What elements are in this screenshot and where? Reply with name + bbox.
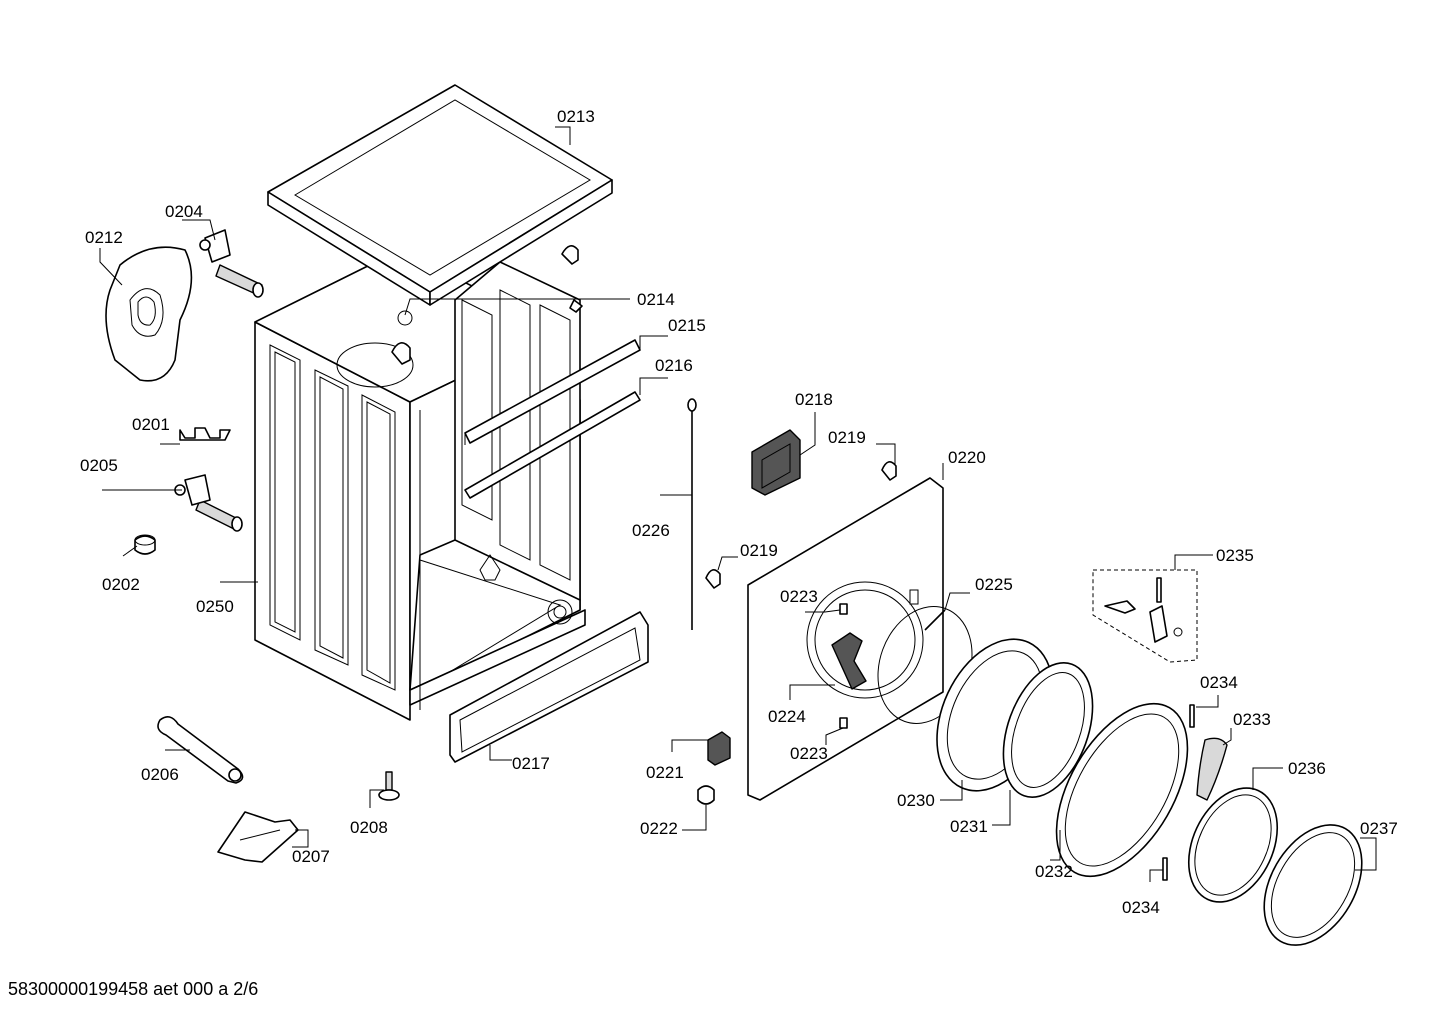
latch-pin-upper	[839, 603, 848, 615]
label-0201: 0201	[132, 415, 170, 434]
worktop-lid	[267, 84, 613, 306]
label-0213: 0213	[557, 107, 595, 126]
screw	[378, 771, 400, 801]
shock-absorber-upper	[199, 229, 264, 298]
label-0237: 0237	[1360, 819, 1398, 838]
label-0226: 0226	[632, 521, 670, 540]
label-0236: 0236	[1288, 759, 1326, 778]
callout-labels: 0213 0212 0204 0201 0205 0202 0250 0206 …	[80, 107, 1398, 917]
document-code: 58300000199458 aet 000 a 2/6	[8, 979, 259, 999]
door-handle	[1196, 737, 1228, 801]
label-0207: 0207	[292, 847, 330, 866]
label-0223-lower: 0223	[790, 744, 828, 763]
bracket	[179, 427, 231, 441]
cabinet-body	[254, 249, 586, 721]
label-0204: 0204	[165, 202, 203, 221]
clip-0214-right	[561, 245, 579, 265]
control-module	[751, 429, 801, 496]
latch-pin-lower	[839, 717, 848, 729]
label-0205: 0205	[80, 456, 118, 475]
label-0250: 0250	[196, 597, 234, 616]
cross-rail-lower	[464, 391, 641, 499]
rod	[687, 398, 697, 630]
label-0221: 0221	[646, 763, 684, 782]
label-0215: 0215	[668, 316, 706, 335]
label-0232: 0232	[1035, 862, 1073, 881]
label-0224: 0224	[768, 707, 806, 726]
cover-ring	[1263, 824, 1363, 946]
label-0230: 0230	[897, 791, 935, 810]
hinge-kit	[1092, 569, 1198, 663]
label-0212: 0212	[85, 228, 123, 247]
label-0233: 0233	[1233, 710, 1271, 729]
cover-plate	[105, 246, 193, 382]
clip-0219-upper	[881, 461, 897, 481]
lock-switch	[707, 731, 731, 766]
clip-0214-left	[391, 342, 411, 365]
label-0235: 0235	[1216, 546, 1254, 565]
spacer-plate	[217, 811, 299, 863]
label-0234-upper: 0234	[1200, 673, 1238, 692]
label-0202: 0202	[102, 575, 140, 594]
label-0217: 0217	[512, 754, 550, 773]
front-base-panel	[449, 611, 649, 763]
leader-lines	[99, 126, 1377, 882]
label-0231: 0231	[950, 817, 988, 836]
clip-0219-lower	[705, 569, 721, 589]
bushing	[697, 785, 715, 805]
label-0220: 0220	[948, 448, 986, 467]
label-0219-lower: 0219	[740, 541, 778, 560]
label-0206: 0206	[141, 765, 179, 784]
door-ring-outer	[1055, 702, 1189, 878]
label-0222: 0222	[640, 819, 678, 838]
shock-absorber-lower	[174, 474, 243, 532]
hinge-pin-upper	[1189, 704, 1195, 728]
label-0225: 0225	[975, 575, 1013, 594]
label-0208: 0208	[350, 818, 388, 837]
hinge-pin-lower	[1162, 857, 1168, 881]
door-latch	[831, 632, 867, 690]
label-0223-upper: 0223	[780, 587, 818, 606]
label-0214: 0214	[637, 290, 675, 309]
label-0234-lower: 0234	[1122, 898, 1160, 917]
label-0216: 0216	[655, 356, 693, 375]
clip-0214-mid	[569, 299, 583, 313]
foot	[134, 534, 156, 555]
door-glass	[1002, 662, 1094, 798]
label-0219-upper: 0219	[828, 428, 866, 447]
label-0218: 0218	[795, 390, 833, 409]
wrench	[157, 716, 244, 784]
